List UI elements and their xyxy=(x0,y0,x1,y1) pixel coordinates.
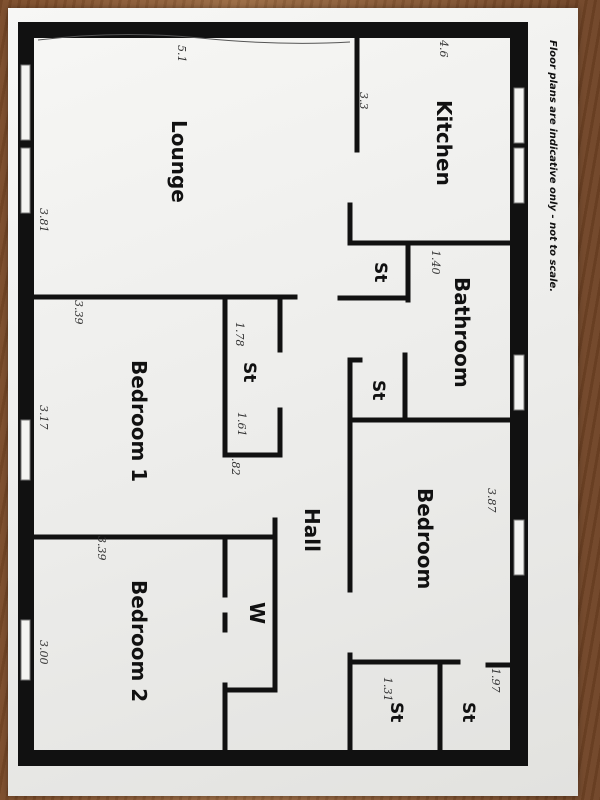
store-label-2: St xyxy=(368,380,388,400)
room-label-bedroom-2: Bedroom 2 xyxy=(127,580,151,702)
measure-note: 1.61 xyxy=(235,412,248,437)
room-label-wardrobe: W xyxy=(245,602,269,624)
measure-note: 1.40 xyxy=(429,250,442,275)
measure-note: 3.87 xyxy=(485,488,498,513)
store-label-5: St xyxy=(458,702,478,722)
store-label-3: St xyxy=(239,362,259,382)
measure-note: 5.1 xyxy=(175,45,188,63)
interior-walls xyxy=(31,35,516,753)
paper-sheet xyxy=(8,8,578,796)
disclaimer-text: Floor plans are indicative only - not to… xyxy=(547,40,558,292)
measure-note: 3.39 xyxy=(72,300,85,325)
measure-note: 4.6 xyxy=(437,39,450,58)
room-label-bathroom: Bathroom xyxy=(450,277,474,388)
store-label-4: St xyxy=(386,702,406,722)
room-label-bedroom-1: Bedroom 1 xyxy=(127,360,151,482)
store-label-1: St xyxy=(370,262,390,282)
measure-note: 3.81 xyxy=(37,208,50,233)
measure-note: 3.17 xyxy=(37,405,50,430)
measure-note: 3.3 xyxy=(357,92,370,110)
measure-note: 1.31 xyxy=(381,677,394,702)
measure-note: 1.97 xyxy=(489,668,502,693)
measure-note: 3.00 xyxy=(37,640,50,665)
room-label-kitchen: Kitchen xyxy=(432,100,456,186)
windows xyxy=(20,64,525,681)
room-label-lounge: Lounge xyxy=(167,120,191,203)
measure-note: .82 xyxy=(229,458,242,476)
measure-note: 1.78 xyxy=(233,322,246,347)
room-label-bedroom: Bedroom xyxy=(413,488,437,589)
handwritten-measurements: 5.1 4.6 3.3 3.81 3.39 1.78 1.40 3.17 1.6… xyxy=(37,39,502,702)
pencil-mark xyxy=(37,33,351,44)
measure-note: 3.39 xyxy=(95,536,108,561)
room-label-hall: Hall xyxy=(300,508,324,552)
